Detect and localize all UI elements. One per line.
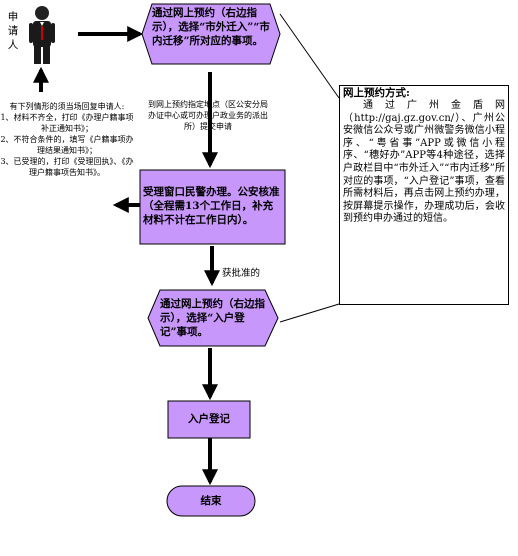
applicant-label: 申请人 bbox=[7, 11, 19, 51]
applicant-person-icon bbox=[29, 6, 55, 64]
left-note: 有下列情形的须当场回复申请人: 1、材料不齐全，打印《办理户籍事项补正通知书》；… bbox=[0, 102, 134, 177]
callout-body: 通过广州金盾网（http://gaj.gz.gov.cn/）、广州公安微信公众号… bbox=[343, 100, 505, 225]
step3-text: 通过网上预约（右边指示），选择“入户登记”事项。 bbox=[160, 298, 265, 338]
callout-line-top bbox=[279, 13, 340, 99]
step2-text: 受理窗口民警办理。公安核准（全程需13个工作日，补充材料不计在工作日内）。 bbox=[143, 186, 280, 226]
mid-note: 到网上预约指定地点（区公安分局办证中心或可办理户政业务的派出所）提交申请 bbox=[148, 100, 268, 131]
step4-text: 入户登记 bbox=[188, 413, 230, 425]
end-shape bbox=[166, 485, 256, 517]
step2-shape bbox=[139, 169, 286, 245]
callout-title: 网上预约方式: bbox=[343, 87, 410, 99]
step3-shape bbox=[147, 289, 279, 347]
step1-shape bbox=[141, 3, 281, 65]
online-booking-callout: 网上预约方式: 通过广州金盾网（http://gaj.gz.gov.cn/）、广… bbox=[339, 85, 509, 305]
callout-line-bottom bbox=[279, 303, 340, 323]
end-text: 结束 bbox=[200, 495, 222, 507]
step4-shape bbox=[167, 400, 251, 439]
step1-text: 通过网上预约（右边指示），选择“市外迁入”“市内迁移”所对应的事项。 bbox=[152, 7, 270, 47]
approved-label: 获批准的 bbox=[222, 268, 261, 279]
